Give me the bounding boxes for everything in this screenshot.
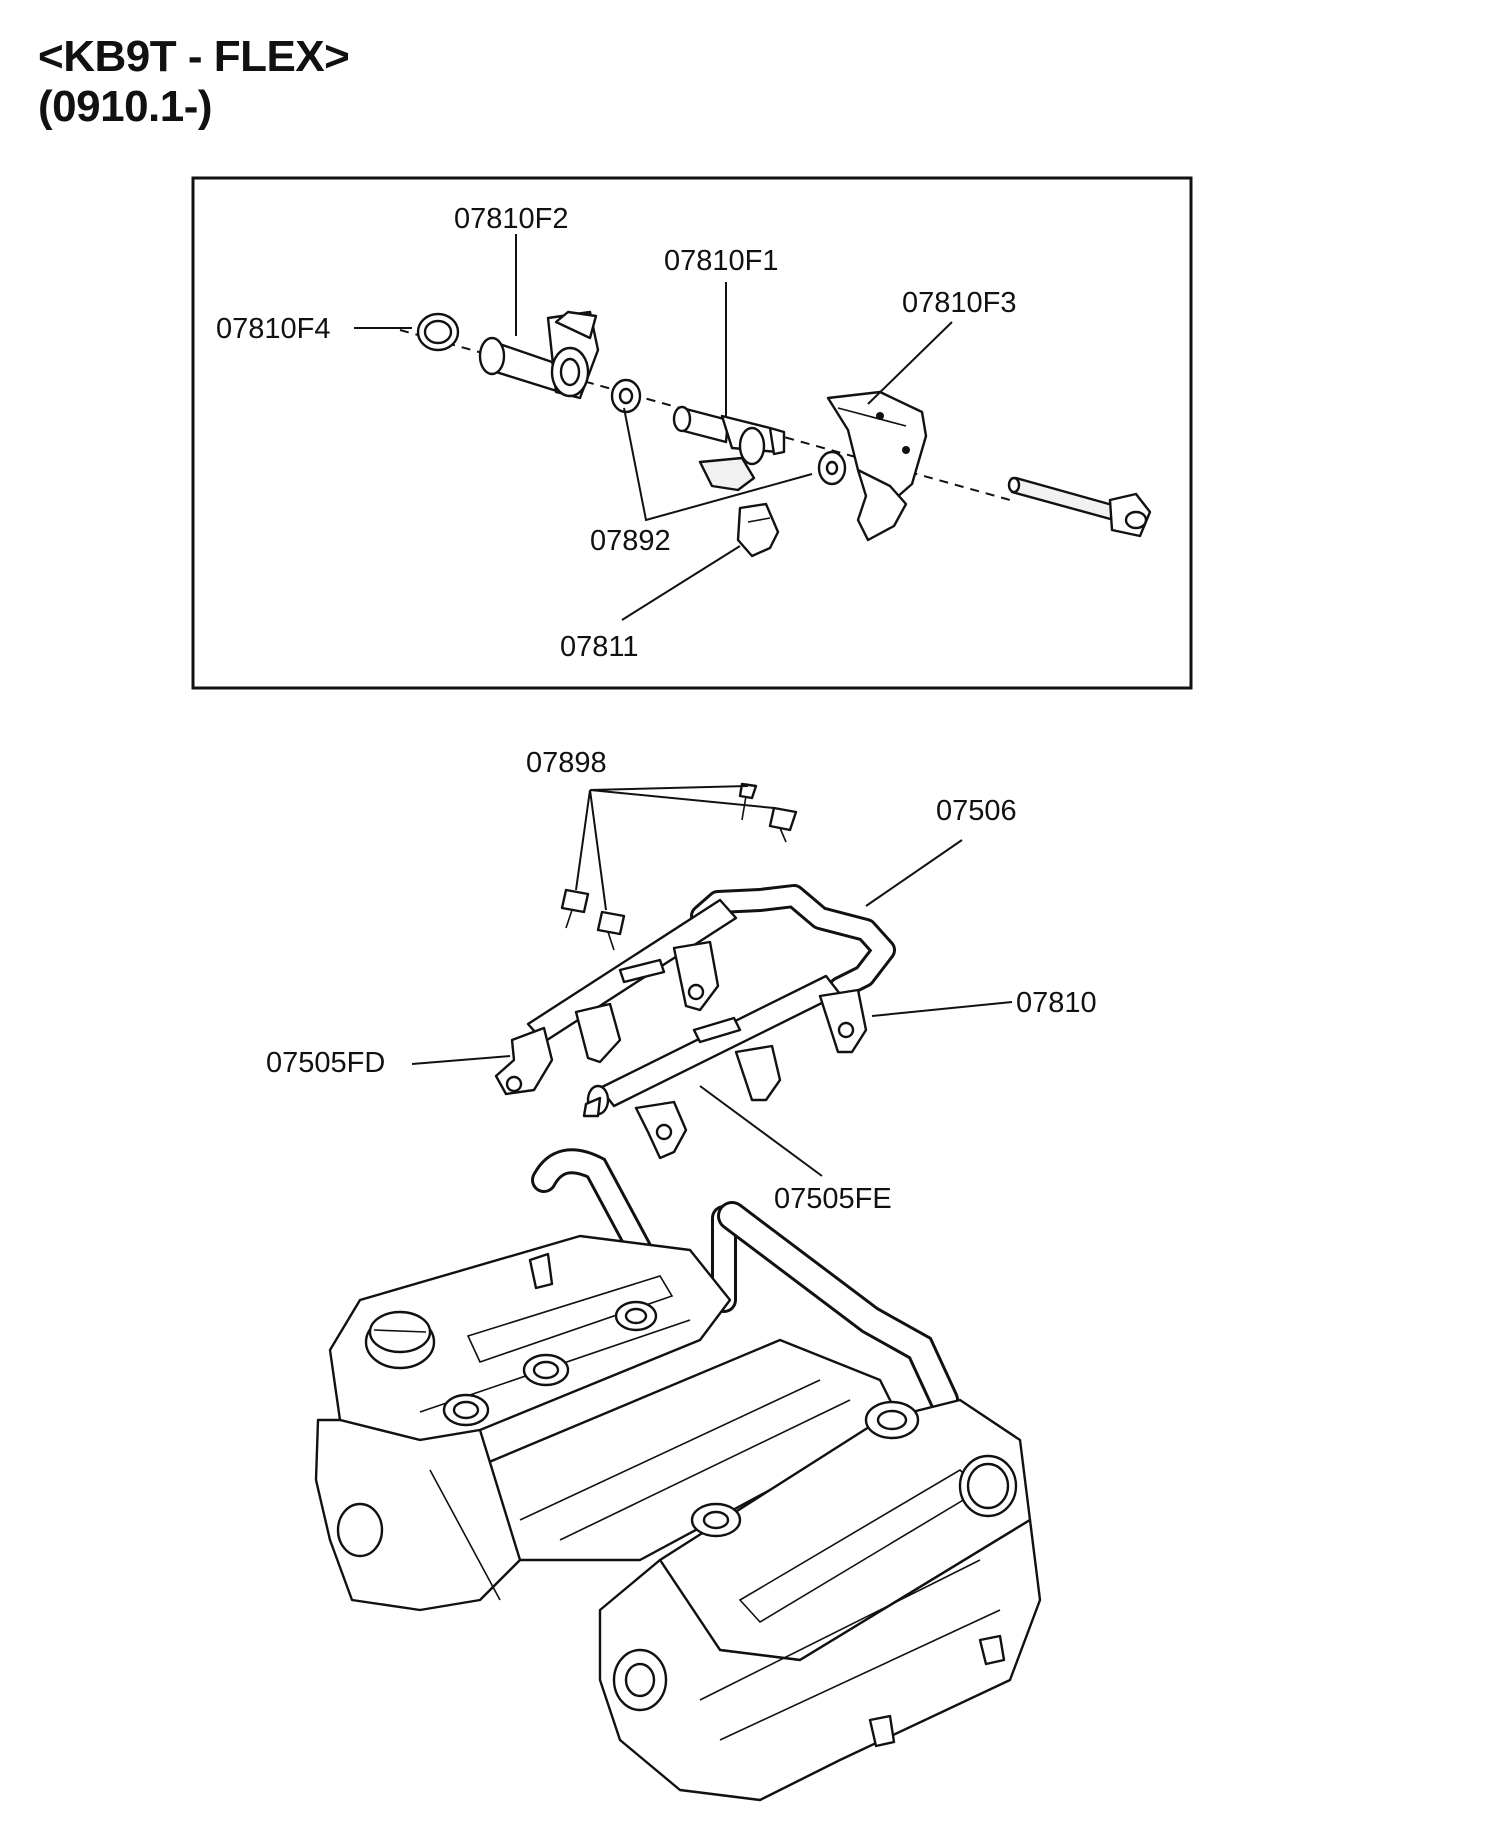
- mounting-bracket[interactable]: [826, 390, 928, 542]
- bolt-2[interactable]: [768, 806, 798, 843]
- leader-07898-c: [575, 789, 591, 891]
- label-07811: 07811: [560, 631, 639, 663]
- label-07810F4: 07810F4: [216, 313, 331, 345]
- leader-07898-b: [589, 789, 775, 809]
- fuel-rail-left[interactable]: [494, 898, 738, 1096]
- label-07810: 07810: [1016, 987, 1097, 1019]
- leader-07505FD: [411, 1055, 511, 1065]
- leader-07898-a: [589, 785, 749, 791]
- injector-cap[interactable]: [478, 310, 600, 400]
- leader-07810: [871, 1001, 1013, 1017]
- fuel-rail-right[interactable]: [582, 974, 868, 1160]
- leader-07505FE: [699, 1085, 823, 1177]
- bolt-1[interactable]: [738, 782, 758, 821]
- label-07505FD: 07505FD: [266, 1047, 385, 1079]
- washer-upper[interactable]: [610, 378, 642, 414]
- leader-07898-d: [589, 789, 607, 911]
- label-07810F1: 07810F1: [664, 245, 779, 277]
- label-07898: 07898: [526, 747, 607, 779]
- production-range: (0910.1-): [38, 82, 213, 131]
- washer-lower[interactable]: [817, 450, 847, 486]
- label-07505FE: 07505FE: [774, 1183, 892, 1215]
- bolt-4[interactable]: [596, 910, 626, 951]
- o-ring[interactable]: [416, 312, 460, 352]
- fuel-injector[interactable]: [672, 405, 786, 492]
- leader-07810F3: [867, 321, 953, 405]
- model-title: <KB9T - FLEX>: [38, 32, 350, 81]
- injector-clip[interactable]: [736, 502, 780, 558]
- label-07506: 07506: [936, 795, 1017, 827]
- label-07892: 07892: [590, 525, 671, 557]
- leader-07811: [621, 545, 741, 621]
- label-07810F3: 07810F3: [902, 287, 1017, 319]
- bolt-3[interactable]: [560, 888, 590, 929]
- label-07810F2: 07810F2: [454, 203, 569, 235]
- engine-block: [314, 1148, 1042, 1802]
- leader-07506: [865, 839, 963, 907]
- bracket-bolt[interactable]: [1007, 476, 1152, 538]
- leader-07892: [623, 407, 813, 522]
